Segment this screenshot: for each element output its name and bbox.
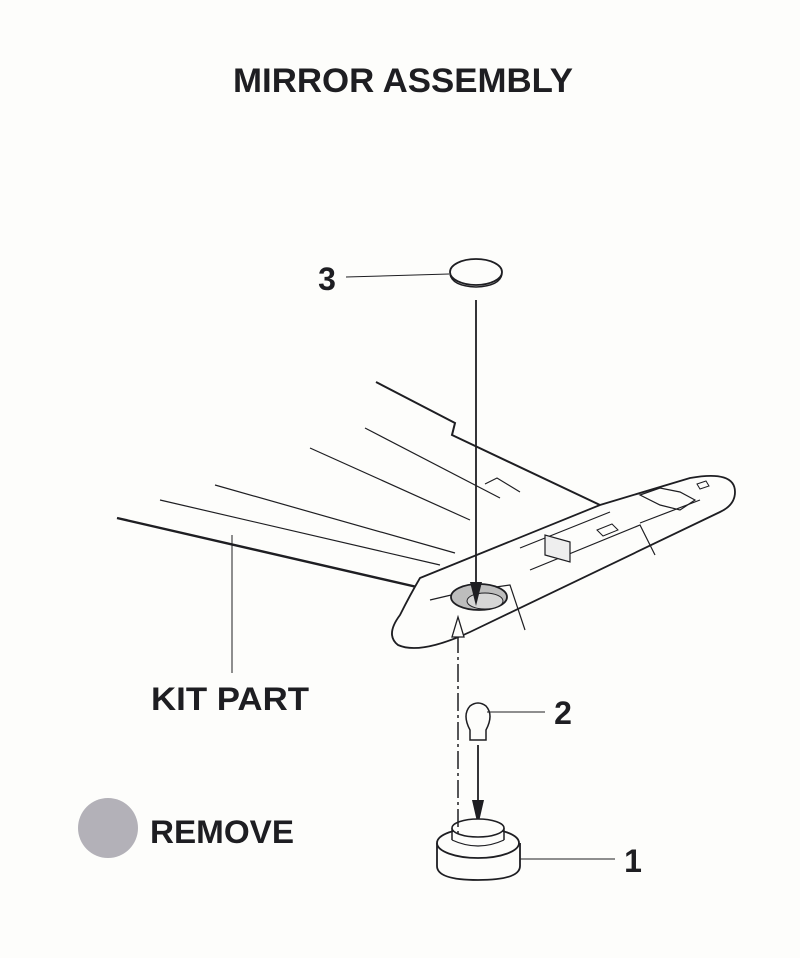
diagram-title: MIRROR ASSEMBLY [233,62,573,100]
callout-3: 3 [318,261,336,297]
remove-label: REMOVE [150,814,294,850]
kit-part-label: KIT PART [151,681,309,717]
wing-lines [116,381,601,592]
arrow-down-icon [472,800,484,826]
part-2-bulb: 2 [465,695,572,826]
dashed-path [451,614,465,838]
callout-2: 2 [554,695,572,731]
part-1-base: 1 [436,818,642,881]
arrow-down-icon [470,582,482,606]
fuselage-part [391,474,736,649]
arrow-up-icon [451,614,465,638]
callout-1: 1 [624,843,642,879]
remove-swatch [78,798,138,858]
part-3-mirror: 3 [318,258,503,606]
